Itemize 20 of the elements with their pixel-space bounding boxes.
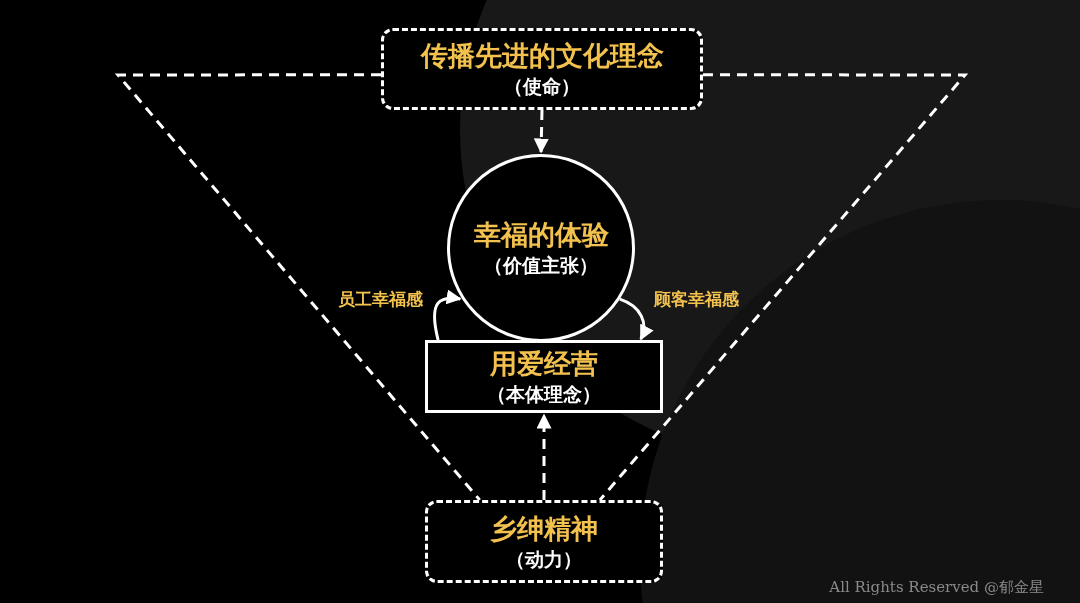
arrow: [619, 297, 653, 341]
node-subtitle: （使命）: [504, 74, 580, 99]
node-title: 用爱经营: [490, 346, 598, 381]
connector-line: [598, 73, 969, 501]
node-subtitle: （本体理念）: [487, 381, 601, 407]
edge-label: 顾客幸福感: [652, 288, 740, 311]
copyright-note: All Rights Reserved @郁金星: [829, 578, 1044, 597]
node-title: 传播先进的文化理念: [420, 39, 664, 73]
node-title: 幸福的体验: [473, 218, 609, 252]
arrow: [536, 413, 552, 500]
process-box: [425, 340, 663, 413]
arrow: [533, 109, 549, 154]
node-title: 乡绅精神: [490, 511, 598, 546]
connector-line: [114, 73, 481, 501]
dashed-box: [425, 500, 663, 583]
edge-label: 员工幸福感: [337, 288, 424, 311]
node-subtitle: （动力）: [506, 546, 582, 572]
arrow: [433, 289, 462, 341]
dashed-box: [381, 28, 703, 110]
node-subtitle: （价值主张）: [484, 253, 598, 278]
